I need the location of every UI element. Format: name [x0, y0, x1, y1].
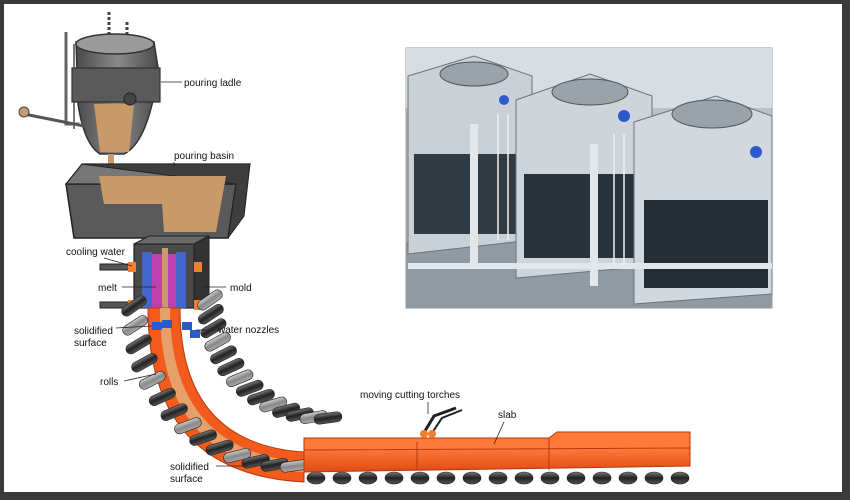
roll-outer: [122, 315, 149, 336]
roll-horizontal: [514, 471, 534, 485]
label-mold: mold: [230, 283, 252, 294]
roll-inner: [226, 369, 254, 387]
roll-outer: [174, 417, 202, 435]
roll-outer: [148, 387, 176, 406]
ladder-icon: [497, 114, 625, 266]
rolls-group: [121, 289, 690, 485]
roll-inner: [197, 289, 223, 311]
roll-outer: [189, 429, 217, 446]
water-nozzles: [152, 320, 200, 338]
roll-horizontal: [436, 471, 456, 485]
label-solidified-surface-2b: surface: [170, 474, 203, 485]
roll-horizontal: [410, 471, 430, 485]
cutting-torch-icon: [420, 406, 463, 438]
roll-horizontal: [332, 471, 352, 485]
roll-horizontal: [462, 471, 482, 485]
figure-frame: pouring ladle pouring basin cooling wate…: [4, 4, 842, 492]
label-solidified-surface-1b: surface: [74, 338, 107, 349]
roll-horizontal: [670, 471, 690, 485]
pouring-ladle: [18, 12, 161, 168]
cooling-unit-2: [515, 73, 653, 279]
label-slab: slab: [498, 410, 517, 421]
roll-outer: [121, 295, 147, 317]
cooling-tower-photo: [405, 47, 773, 309]
roll-inner: [200, 318, 227, 339]
pipe-icon: [408, 124, 772, 286]
label-rolls: rolls: [100, 377, 118, 388]
roll-outer: [131, 353, 158, 373]
roll-inner: [198, 304, 224, 325]
label-solidified-surface-2a: solidified: [170, 462, 209, 473]
label-melt: melt: [98, 283, 117, 294]
roll-outer: [160, 403, 188, 421]
label-pouring-ladle: pouring ladle: [184, 78, 242, 89]
roll-inner: [204, 332, 231, 352]
label-water-nozzles: water nozzles: [217, 325, 279, 336]
roll-inner: [313, 411, 343, 425]
roll-horizontal: [566, 471, 586, 485]
roll-inner: [236, 379, 264, 397]
pouring-basin: [64, 163, 252, 248]
roll-horizontal: [306, 471, 326, 485]
roll-horizontal: [384, 471, 404, 485]
roll-outer: [223, 448, 252, 464]
label-solidified-surface-1a: solidified: [74, 326, 113, 337]
slab: [303, 431, 691, 473]
roll-horizontal: [540, 471, 560, 485]
roll-outer: [125, 334, 152, 355]
roll-horizontal: [618, 471, 638, 485]
roll-horizontal: [592, 471, 612, 485]
label-moving-cutting-torches: moving cutting torches: [360, 390, 460, 401]
roll-horizontal: [488, 471, 508, 485]
roll-inner: [217, 357, 245, 377]
roll-horizontal: [358, 471, 378, 485]
roll-inner: [210, 345, 237, 365]
cooling-unit-3: [633, 95, 773, 305]
label-pouring-basin: pouring basin: [174, 151, 234, 162]
roll-horizontal: [644, 471, 664, 485]
roll-outer: [138, 371, 166, 390]
label-cooling-water: cooling water: [66, 247, 126, 258]
roll-outer: [205, 439, 234, 456]
continuous-casting-diagram: pouring ladle pouring basin cooling wate…: [18, 12, 773, 485]
roll-inner: [247, 388, 275, 406]
